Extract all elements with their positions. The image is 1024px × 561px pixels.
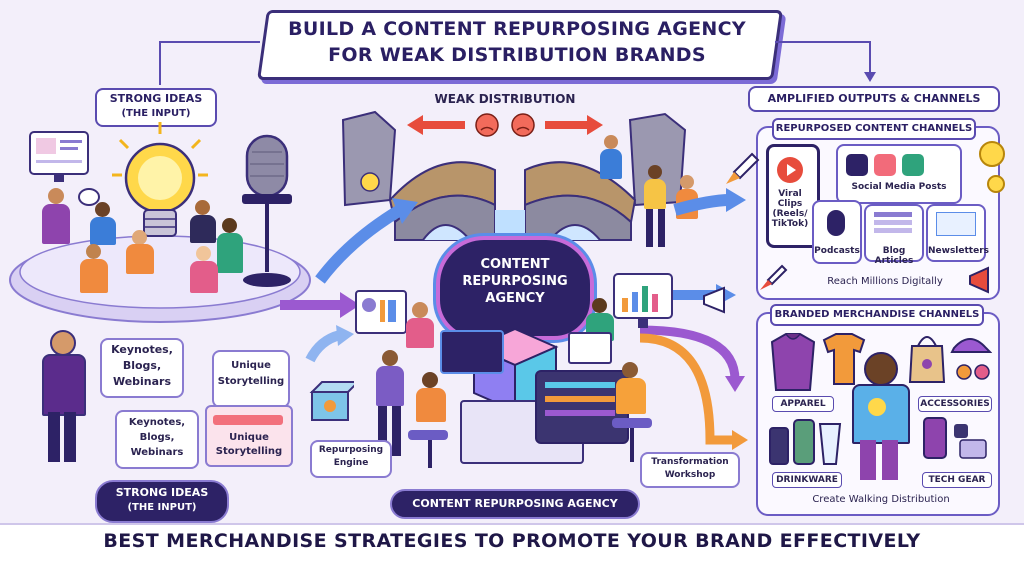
podcast-mic-icon <box>827 210 845 236</box>
podcasts-label: Podcasts <box>814 246 860 256</box>
viral-clips-line3: (Reels/ <box>772 209 808 219</box>
storytelling-card-1-line2: Storytelling <box>217 376 285 387</box>
weak-distribution-label: WEAK DISTRIBUTION <box>434 92 576 106</box>
keynotes-card-1-line2: Blogs, <box>122 359 162 372</box>
strong-ideas-top-line2: (THE INPUT) <box>121 108 191 119</box>
drinkware-icons <box>769 419 842 465</box>
blog-articles-tile: Blog Articles <box>864 204 924 266</box>
strong-ideas-bottom-line2: (THE INPUT) <box>127 502 197 513</box>
tech-gear-label: TECH GEAR <box>922 472 992 488</box>
monitor-icon <box>29 131 89 182</box>
engine-label-line2: Engine <box>333 458 369 468</box>
walking-distribution-label: Create Walking Distribution <box>812 494 950 505</box>
repurposing-engine-label: Repurposing Engine <box>310 440 392 478</box>
weak-distribution-arrows <box>407 113 603 137</box>
workshop-label-line2: Workshop <box>664 470 716 480</box>
reach-millions-label: Reach Millions Digitally <box>827 276 943 287</box>
viral-clips-phone: Viral Clips (Reels/ TikTok) <box>766 144 820 248</box>
transformation-workshop-label: Transformation Workshop <box>640 452 740 488</box>
merch-channels-title: BRANDED MERCHANDISE CHANNELS <box>770 304 984 326</box>
footer-title: BEST MERCHANDISE STRATEGIES TO PROMOTE Y… <box>103 530 921 552</box>
keynotes-card-1-line3: Webinars <box>112 375 172 388</box>
keynotes-card-2-line2: Blogs, <box>139 432 175 443</box>
keynotes-card-2-line3: Webinars <box>130 447 184 458</box>
agency-sign-line2: REPURPOSING <box>462 274 568 289</box>
storytelling-card-2-line1: Unique <box>229 432 269 443</box>
agency-sign-text: CONTENT REPURPOSING AGENCY <box>440 256 590 307</box>
profile-icon <box>902 154 924 176</box>
drinkware-label: DRINKWARE <box>772 472 842 488</box>
viral-clips-label: Viral Clips (Reels/ TikTok) <box>769 189 811 229</box>
storytelling-card-1-line1: Unique <box>231 360 271 371</box>
strong-ideas-top-label: STRONG IDEAS (THE INPUT) <box>95 88 217 127</box>
engine-box-icon <box>309 381 354 421</box>
agency-workspace <box>350 290 680 490</box>
title-line-2: FOR WEAK DISTRIBUTION BRANDS <box>328 44 706 66</box>
storytelling-card-2: Unique Storytelling <box>207 431 291 459</box>
footer-bar <box>0 523 1024 561</box>
tech-gear-icons <box>923 417 987 459</box>
storytelling-folder: Unique Storytelling <box>205 405 293 467</box>
brainstorm-team <box>0 180 330 320</box>
megaphone-icon <box>969 266 989 294</box>
agency-sign: CONTENT REPURPOSING AGENCY <box>436 236 594 340</box>
flow-arrows <box>280 188 748 450</box>
viral-clips-line2: Clips <box>777 199 803 209</box>
heart-icon <box>874 154 896 176</box>
social-media-label: Social Media Posts <box>851 182 947 192</box>
lightbulb-icon <box>112 122 208 237</box>
page-title: BUILD A CONTENT REPURPOSING AGENCY FOR W… <box>262 16 772 68</box>
workshop-label-line1: Transformation <box>651 457 729 467</box>
megaphone-icon-2 <box>703 286 725 314</box>
newsletters-label: Newsletters <box>928 246 990 256</box>
smiley-icon <box>868 398 886 416</box>
coin-icon <box>979 141 1005 193</box>
title-connector <box>159 41 876 85</box>
viral-clips-line4: TikTok) <box>771 219 809 229</box>
strong-ideas-top-line1: STRONG IDEAS <box>109 92 203 105</box>
keynotes-card-1-line1: Keynotes, <box>111 343 173 356</box>
podcasts-tile: Podcasts <box>812 200 862 264</box>
blog-articles-label: Blog Articles <box>874 246 914 266</box>
idea-bubble-icon <box>78 188 100 206</box>
viral-clips-line1: Viral <box>778 189 802 199</box>
engine-label-line1: Repurposing <box>318 445 384 455</box>
presenter-person <box>30 330 90 470</box>
analytics-monitor-icon <box>613 273 673 328</box>
agency-bottom-label: CONTENT REPURPOSING AGENCY <box>390 489 640 519</box>
microphone-icon <box>242 134 292 287</box>
keynotes-card-1: Keynotes, Blogs, Webinars <box>100 338 184 398</box>
strong-ideas-bottom-label: STRONG IDEAS (THE INPUT) <box>95 480 229 523</box>
social-media-window: Social Media Posts <box>836 144 962 204</box>
apparel-icons <box>770 333 866 391</box>
apparel-label: APPAREL <box>772 396 834 412</box>
rocket-icon <box>726 152 760 184</box>
content-channels-title: REPURPOSED CONTENT CHANNELS <box>772 118 976 140</box>
title-line-1: BUILD A CONTENT REPURPOSING AGENCY <box>288 18 746 40</box>
accessories-icons <box>908 336 992 383</box>
keynotes-card-2-line1: Keynotes, <box>128 417 186 428</box>
storytelling-card-1: Unique Storytelling <box>212 350 290 408</box>
strong-ideas-bottom-line1: STRONG IDEAS <box>115 486 209 499</box>
amplified-outputs-header: AMPLIFIED OUTPUTS & CHANNELS <box>748 86 1000 112</box>
rocket-icon-2 <box>760 264 788 290</box>
brand-ambassador <box>850 352 910 492</box>
agency-sign-line1: CONTENT <box>480 257 550 272</box>
newsletters-tile: Newsletters <box>926 204 990 262</box>
storytelling-card-2-line2: Storytelling <box>215 446 283 457</box>
keynotes-card-2: Keynotes, Blogs, Webinars <box>115 410 199 469</box>
agency-sign-line3: AGENCY <box>485 291 545 306</box>
accessories-label: ACCESSORIES <box>918 396 992 412</box>
tiktok-icon <box>846 154 868 176</box>
